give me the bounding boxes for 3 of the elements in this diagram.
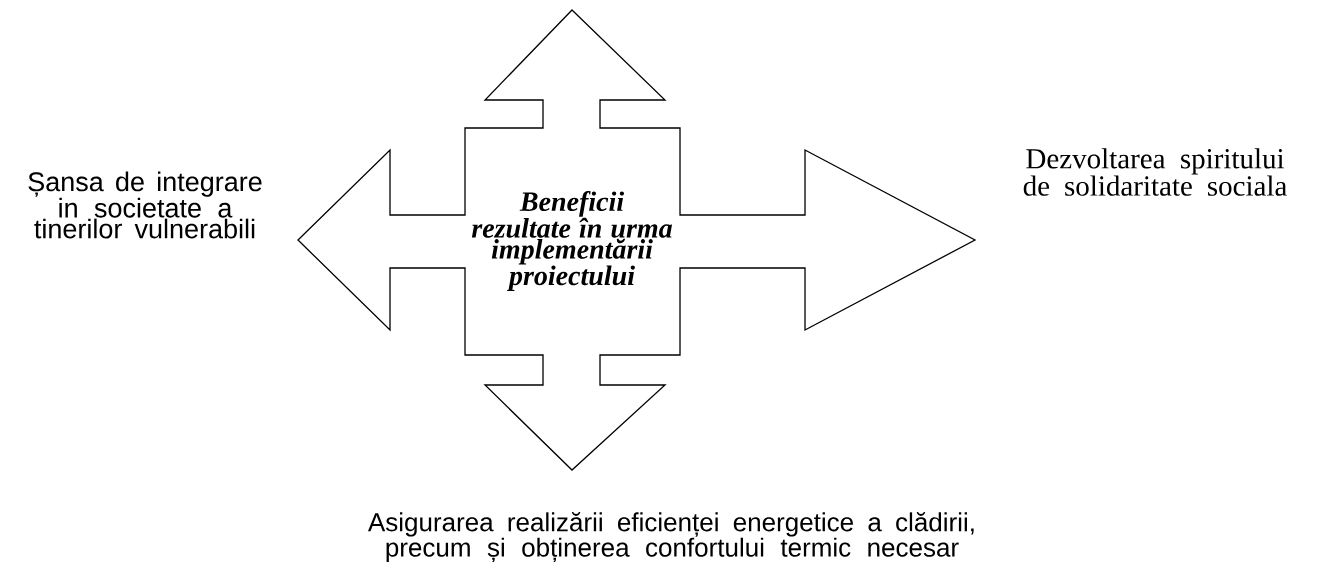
label-text: Șansa de integrare in societate a tinerilor vulnerabili bbox=[28, 171, 262, 239]
label-text: Dezvoltarea spiritului de solidaritate sociala bbox=[1023, 148, 1287, 196]
label-text: Asigurarea realizării eficienței energetice a clădirii, precum și obținerea confortului termic necesar bbox=[367, 512, 974, 562]
